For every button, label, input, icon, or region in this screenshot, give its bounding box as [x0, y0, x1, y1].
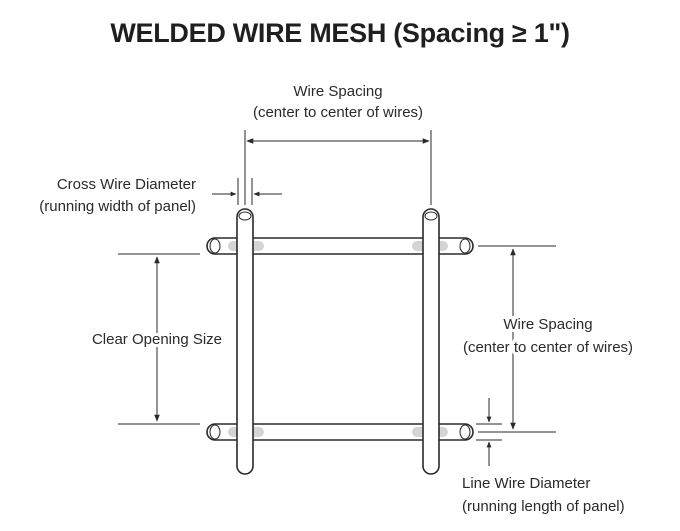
cross-wire-label-line1: Cross Wire Diameter [57, 176, 196, 193]
line-wire-top [206, 237, 474, 255]
right-spacing-dimension [478, 245, 556, 433]
cross-wire-left [236, 208, 254, 475]
cross-wire-right [422, 208, 440, 475]
weld-shading [228, 241, 448, 437]
top-spacing-dimension [244, 130, 432, 205]
line-wire-bottom [206, 423, 474, 441]
cross-wire-diameter-dimension [212, 178, 282, 205]
right-spacing-label-line1: Wire Spacing [503, 316, 592, 333]
clear-opening-dimension [118, 253, 200, 425]
right-spacing-label-line2: (center to center of wires) [463, 339, 633, 356]
top-spacing-label-line1: Wire Spacing [293, 83, 382, 100]
cross-wire-label-line2: (running width of panel) [39, 198, 196, 215]
line-wire-label-line1: Line Wire Diameter [462, 475, 590, 492]
top-spacing-label-line2: (center to center of wires) [253, 104, 423, 121]
line-wire-diameter-dimension [476, 398, 502, 466]
diagram-title: WELDED WIRE MESH (Spacing ≥ 1") [110, 18, 570, 48]
line-wire-label-line2: (running length of panel) [462, 498, 625, 515]
clear-opening-label: Clear Opening Size [92, 331, 222, 348]
